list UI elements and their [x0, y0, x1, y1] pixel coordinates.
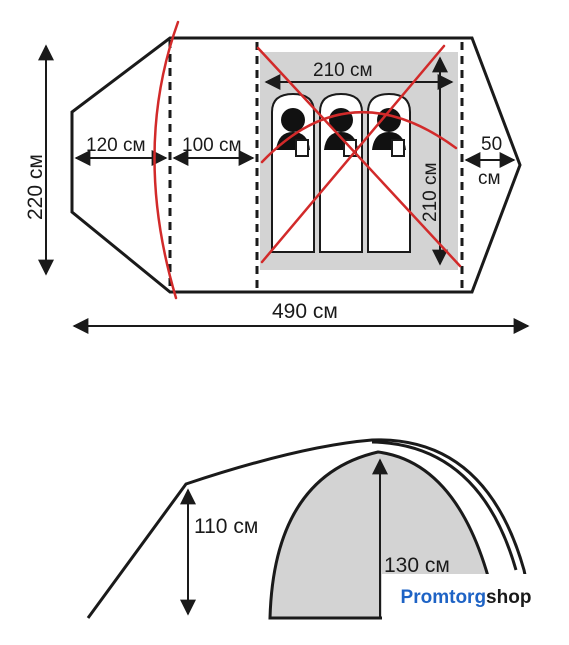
logo-text-primary: Promtorg: [400, 587, 487, 608]
top-view: 220 см 120 см 100 см 210 см 210 см 50 см…: [24, 20, 530, 334]
rear-label-value: 50: [481, 134, 502, 155]
width-label: 220 см: [24, 154, 47, 220]
room-height-label: 130 см: [384, 554, 450, 577]
total-length-label: 490 см: [272, 300, 338, 323]
rear-label-unit: см: [478, 168, 501, 189]
red-arc-line: [260, 111, 458, 164]
front-height-label: 110 см: [194, 515, 258, 538]
red-cross-line-1: [256, 46, 462, 268]
logo-text-secondary: shop: [486, 587, 532, 608]
side-view: 110 см 130 см: [86, 438, 536, 620]
vestibule-front-label: 120 см: [86, 135, 146, 156]
person-head-icon: [281, 108, 305, 132]
sleeping-bag: [367, 92, 411, 253]
red-cross-line-2: [260, 44, 446, 264]
red-curve-mark: [153, 20, 180, 300]
sleeping-bag: [271, 92, 315, 253]
room-width-label: 210 см: [313, 60, 373, 81]
vestibule-mid-label: 100 см: [182, 135, 242, 156]
room-length-label: 210 см: [420, 162, 441, 222]
